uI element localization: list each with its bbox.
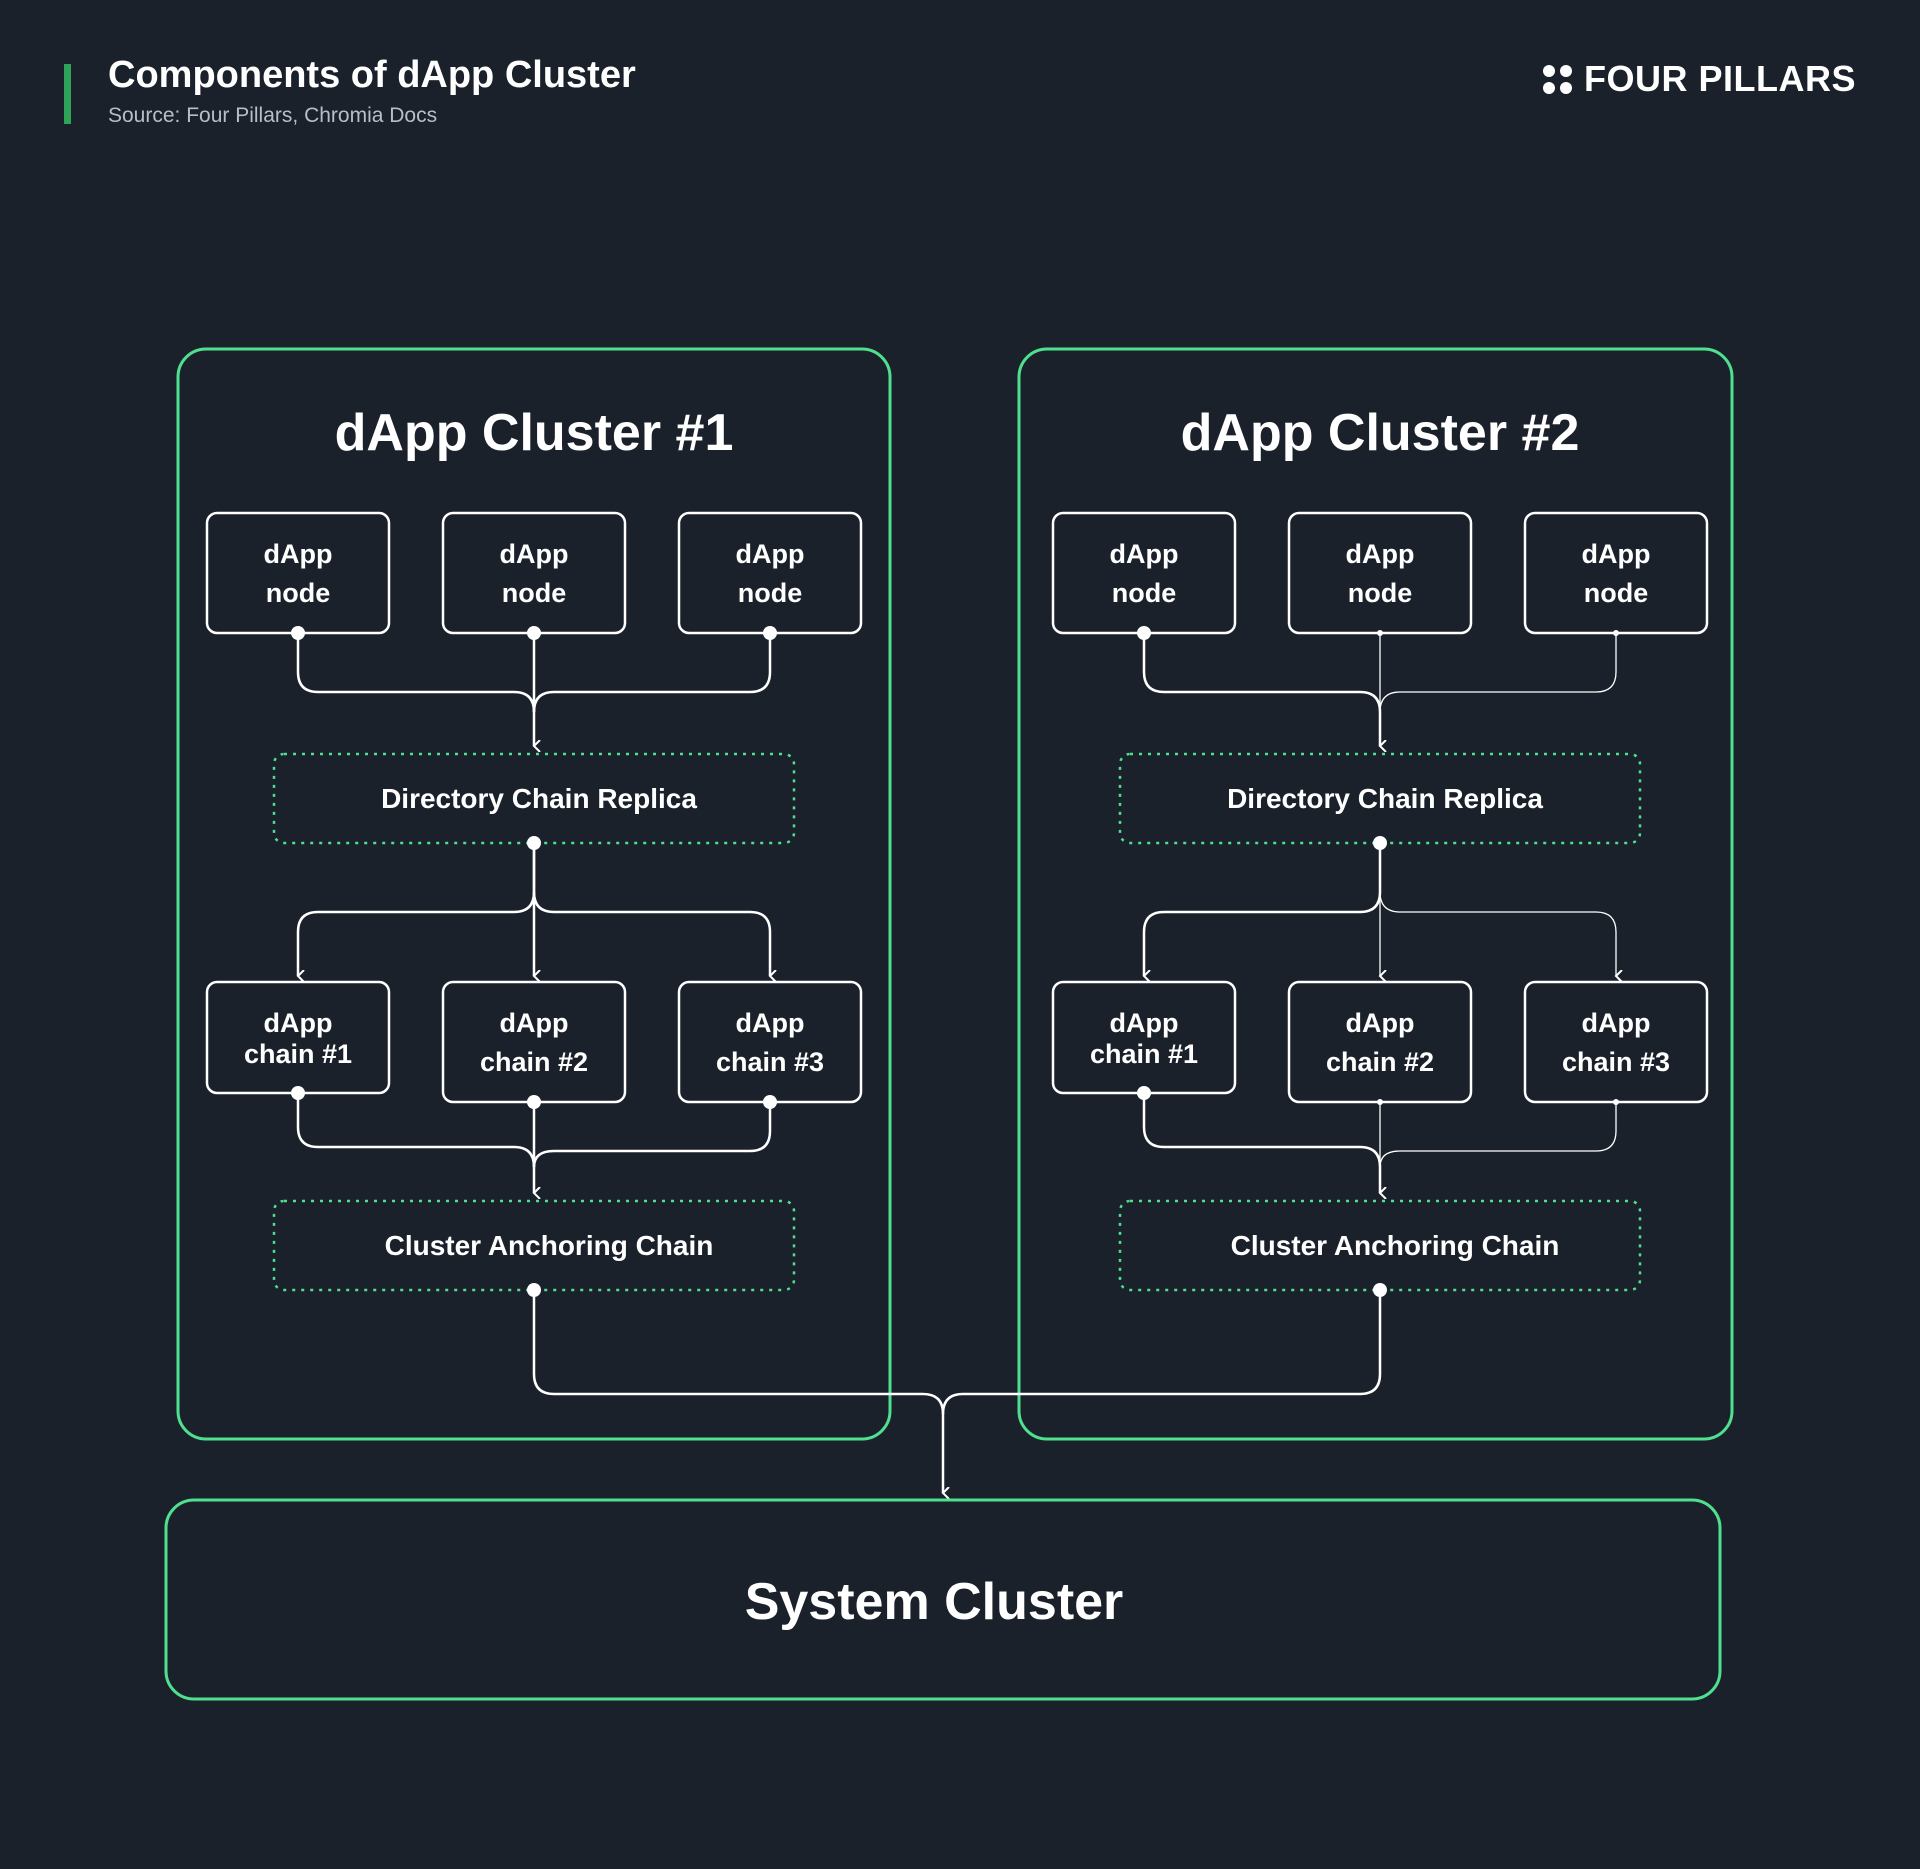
svg-text:dApp: dApp (264, 1008, 333, 1038)
cluster-1-chain-3: dApp chain #3 (677, 980, 863, 1104)
svg-text:dApp: dApp (736, 539, 805, 569)
cluster-1-node-connectors (296, 633, 772, 746)
cluster-2-chain-connectors (1142, 1093, 1617, 1193)
cluster-2-node-2: dApp node (1287, 511, 1473, 635)
svg-text:Directory Chain Replica: Directory Chain Replica (1227, 783, 1543, 814)
cluster-2-node-connectors (1142, 633, 1617, 746)
brand-logo: FOUR PILLARS (1543, 58, 1856, 100)
system-cluster-title: System Cluster (745, 1573, 1124, 1631)
brand-name: FOUR PILLARS (1584, 58, 1856, 99)
cluster-1-chain-2: dApp chain #2 (441, 980, 627, 1104)
cluster-1-chain-1: dApp chain #1 (205, 980, 391, 1095)
svg-text:Cluster Anchoring Chain: Cluster Anchoring Chain (385, 1230, 714, 1261)
page-title: Components of dApp Cluster (108, 54, 636, 96)
title-accent-bar (64, 64, 71, 124)
cluster-1-chain-connectors (296, 1093, 772, 1193)
cluster-1-directory-connectors (298, 843, 770, 976)
svg-text:chain #1: chain #1 (244, 1039, 352, 1069)
svg-text:dApp: dApp (1346, 539, 1415, 569)
system-cluster: System Cluster (164, 1498, 1722, 1701)
svg-text:Directory Chain Replica: Directory Chain Replica (381, 783, 697, 814)
cluster-2-chain-3: dApp chain #3 (1523, 980, 1709, 1104)
svg-text:dApp: dApp (1346, 1008, 1415, 1038)
svg-text:chain #1: chain #1 (1090, 1039, 1198, 1069)
cluster-2-frame (1017, 347, 1734, 1441)
cluster-2-node-3: dApp node (1523, 511, 1709, 635)
cluster-1-node-3: dApp node (677, 511, 863, 635)
cluster-1-node-2: dApp node (441, 511, 627, 635)
cluster-2-node-1: dApp node (1051, 511, 1237, 635)
svg-text:node: node (1348, 578, 1413, 608)
cluster-1-node-1: dApp node (205, 511, 391, 635)
dapp-cluster-1: dApp Cluster #1 dApp node dApp node dApp… (176, 347, 892, 1441)
svg-text:node: node (1584, 578, 1649, 608)
svg-text:chain #3: chain #3 (1562, 1047, 1670, 1077)
cluster-1-directory-chain-replica: Directory Chain Replica (272, 752, 796, 845)
svg-text:dApp: dApp (1110, 1008, 1179, 1038)
svg-text:dApp: dApp (500, 539, 569, 569)
anchoring-to-system-connectors (532, 1290, 1382, 1493)
svg-text:dApp: dApp (1110, 539, 1179, 569)
cluster-1-title: dApp Cluster #1 (335, 404, 734, 462)
cluster-2-title: dApp Cluster #2 (1181, 404, 1580, 462)
svg-text:dApp: dApp (264, 539, 333, 569)
cluster-2-directory-connectors (1144, 843, 1616, 976)
cluster-1-anchoring-chain: Cluster Anchoring Chain (272, 1199, 796, 1292)
dapp-cluster-2: dApp Cluster #2 dApp node dApp node dApp… (1017, 347, 1734, 1441)
svg-text:dApp: dApp (736, 1008, 805, 1038)
svg-text:dApp: dApp (1582, 539, 1651, 569)
svg-text:node: node (738, 578, 803, 608)
cluster-2-chain-2: dApp chain #2 (1287, 980, 1473, 1104)
cluster-2-chain-1: dApp chain #1 (1051, 980, 1237, 1095)
svg-text:node: node (1112, 578, 1177, 608)
svg-text:dApp: dApp (500, 1008, 569, 1038)
svg-text:Cluster Anchoring Chain: Cluster Anchoring Chain (1231, 1230, 1560, 1261)
source-caption: Source: Four Pillars, Chromia Docs (108, 104, 438, 127)
svg-text:chain #2: chain #2 (480, 1047, 588, 1077)
svg-text:node: node (266, 578, 331, 608)
cluster-2-anchoring-chain: Cluster Anchoring Chain (1118, 1199, 1642, 1292)
svg-text:dApp: dApp (1582, 1008, 1651, 1038)
cluster-2-directory-chain-replica: Directory Chain Replica (1118, 752, 1642, 845)
svg-text:node: node (502, 578, 567, 608)
svg-text:chain #2: chain #2 (1326, 1047, 1434, 1077)
svg-text:chain #3: chain #3 (716, 1047, 824, 1077)
cluster-1-frame (176, 347, 892, 1441)
four-dots-logo-icon (1543, 64, 1572, 94)
